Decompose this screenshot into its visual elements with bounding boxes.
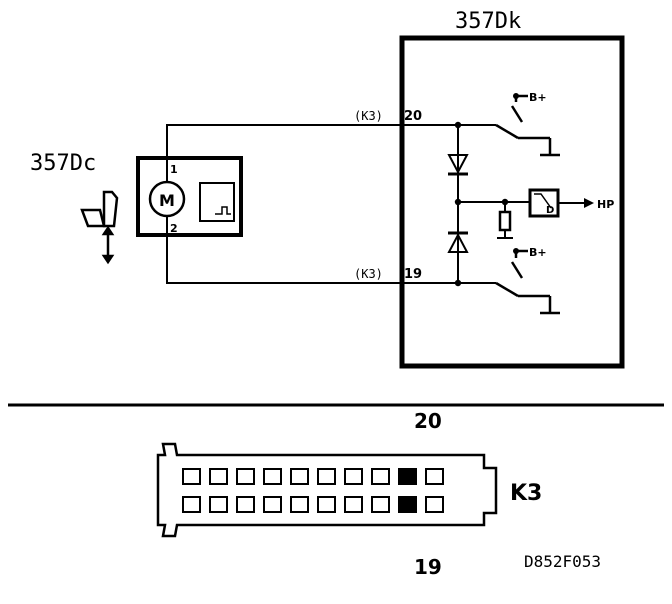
wire-bottom-pin-label: 19 [404,267,422,282]
connector-pin [317,468,336,485]
relay-bottom-terminal [513,248,519,254]
pin-2-label: 2 [170,222,178,235]
connector-pin-20 [398,468,417,485]
relay-switch-bottom [495,249,560,315]
d-block-label: D [546,205,554,216]
connector-pin [209,496,228,513]
connector-pin [371,468,390,485]
control-unit-box [399,35,625,369]
control-unit-label: 357Dk [455,9,521,34]
connector-pin [290,468,309,485]
connector-pin [209,468,228,485]
connector-pin [425,496,444,513]
motor-letter: M [159,191,175,210]
relay-switch-top [495,94,560,157]
connector-pin-19-label: 19 [414,555,442,579]
diode-top [447,154,469,176]
connector-pin-grid [182,468,444,513]
supply-top-label: B+ [529,91,547,104]
connector-pin [263,468,282,485]
connector-name-label: K3 [510,481,542,506]
connector-housing [156,442,498,538]
seat-icon [80,190,119,265]
wire-top-connector-label: (K3) [354,109,383,123]
connector-pin [236,468,255,485]
output-label: HP [597,198,614,211]
d-block: D [528,188,560,218]
wires [166,124,590,284]
motor-symbol: M [148,180,186,218]
diode-bottom [447,231,469,253]
connector-pin [344,496,363,513]
relay-top-terminal [513,93,519,99]
wire-bottom-connector-label: (K3) [354,267,383,281]
resistor [498,210,512,232]
connector-pin [290,496,309,513]
connector-pin [317,496,336,513]
connector-pin-20-label: 20 [414,409,442,433]
output-arrow [584,198,594,208]
connector-pin [425,468,444,485]
pin-1-label: 1 [170,163,178,176]
junction-dots [454,121,509,287]
seat-motor-unit-box [136,156,243,237]
connector-pin [182,468,201,485]
connector-pin-19 [398,496,417,513]
connector-pin [371,496,390,513]
connector-pin [182,496,201,513]
connector-pin [236,496,255,513]
sensor-symbol [199,182,235,222]
connector-pin [344,468,363,485]
seat-motor-unit-label: 357Dc [30,151,96,176]
supply-bottom-label: B+ [529,246,547,259]
figure-code: D852F053 [524,552,601,571]
wire-top-pin-label: 20 [404,109,422,124]
connector-pin [263,496,282,513]
